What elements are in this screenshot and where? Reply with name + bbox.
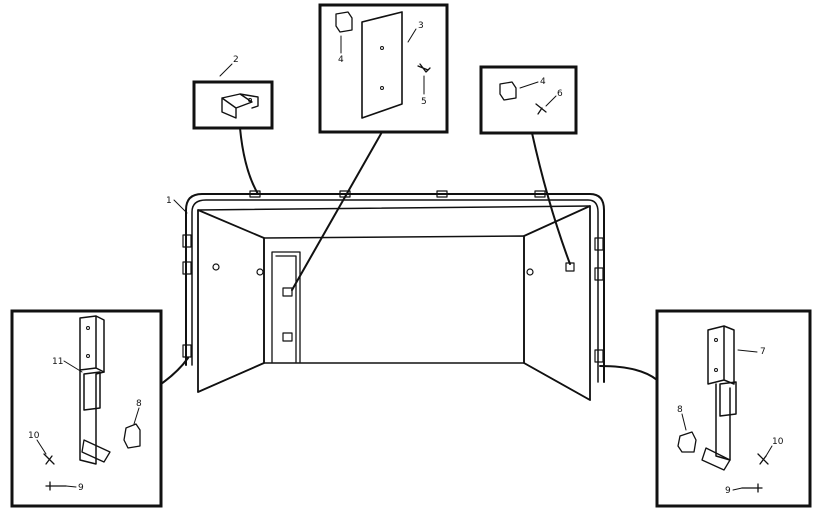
callout-1: 1 [166,196,172,206]
callout-4-upper: 4 [338,55,344,65]
callout-7: 7 [760,347,766,357]
callout-5: 5 [421,97,427,107]
callout-4-right: 4 [540,77,546,87]
detail-box-left-hinge [10,309,163,508]
callout-10-left: 10 [28,431,40,441]
detail-box-clip [479,65,578,135]
callout-11: 11 [52,357,63,367]
callout-9-left: 9 [78,483,84,493]
detail-box-panel [318,3,449,134]
callout-8-left: 8 [136,399,142,409]
detail-box-bracket [192,80,274,130]
callout-8-right: 8 [677,405,683,415]
callout-2: 2 [233,55,239,65]
detail-box-right-hinge [655,309,812,508]
callout-3: 3 [418,21,424,31]
callout-6: 6 [557,89,563,99]
cabinet-enclosure [182,190,605,401]
callout-10-right: 10 [772,437,784,447]
callout-9-right: 9 [725,486,731,496]
